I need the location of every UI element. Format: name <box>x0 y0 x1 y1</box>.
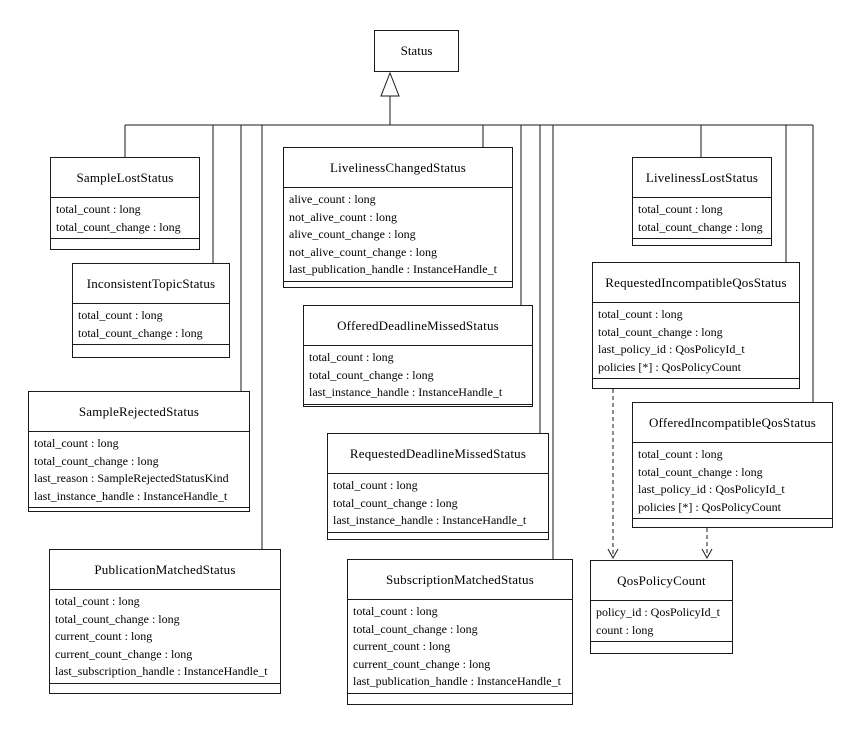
attribute: alive_count_change : long <box>289 227 416 241</box>
class-status: Status <box>374 30 459 72</box>
attribute: current_count_change : long <box>353 656 491 671</box>
attribute: total_count_change : long <box>353 621 478 636</box>
attribute: last_instance_handle : InstanceHandle_t <box>309 385 503 399</box>
attribute: last_policy_id : QosPolicyId_t <box>638 482 785 496</box>
attributes-compartment: total_count : long total_count_change : … <box>633 198 771 239</box>
attribute: last_policy_id : QosPolicyId_t <box>598 342 745 356</box>
class-title: PublicationMatchedStatus <box>50 550 280 590</box>
class-title: LivelinessLostStatus <box>633 158 771 198</box>
class-sample-rejected-status: SampleRejectedStatus total_count : long … <box>28 391 250 512</box>
operations-compartment <box>304 405 532 412</box>
attribute: last_publication_handle : InstanceHandle… <box>289 262 497 276</box>
attributes-compartment: policy_id : QosPolicyId_t count : long <box>591 601 732 642</box>
attribute: total_count : long <box>309 350 394 364</box>
attribute: total_count : long <box>333 478 418 492</box>
attribute: last_publication_handle : InstanceHandle… <box>353 674 561 688</box>
dependency-arrowhead-icon <box>701 548 713 560</box>
attribute: total_count_change : long <box>55 611 180 626</box>
attributes-compartment: total_count : long total_count_change : … <box>328 474 548 533</box>
attributes-compartment: total_count : long total_count_change : … <box>51 198 199 239</box>
attributes-compartment: total_count : long total_count_change : … <box>73 304 229 345</box>
attribute: total_count_change : long <box>56 219 181 234</box>
attribute: last_instance_handle : InstanceHandle_t <box>34 488 228 503</box>
class-requested-incompatible-qos-status: RequestedIncompatibleQosStatus total_cou… <box>592 262 800 389</box>
attribute: total_count : long <box>34 436 119 450</box>
class-publication-matched-status: PublicationMatchedStatus total_count : l… <box>49 549 281 694</box>
class-title: Status <box>400 43 433 58</box>
class-title: InconsistentTopicStatus <box>73 264 229 304</box>
attribute: total_count_change : long <box>598 324 723 339</box>
dependency-arrowhead-icon <box>607 548 619 560</box>
class-title: SubscriptionMatchedStatus <box>348 560 572 600</box>
attribute: total_count_change : long <box>309 367 434 382</box>
operations-compartment <box>591 642 732 653</box>
class-title: SampleLostStatus <box>51 158 199 198</box>
attribute: total_count_change : long <box>333 495 458 510</box>
attribute: total_count_change : long <box>34 453 159 468</box>
class-sample-lost-status: SampleLostStatus total_count : long tota… <box>50 157 200 250</box>
attribute: current_count : long <box>55 629 153 643</box>
class-title: QosPolicyCount <box>591 561 732 601</box>
attributes-compartment: alive_count : long not_alive_count : lon… <box>284 188 512 282</box>
attribute: policies [*] : QosPolicyCount <box>638 499 781 514</box>
attribute: policies [*] : QosPolicyCount <box>598 359 741 374</box>
operations-compartment <box>633 239 771 246</box>
class-liveliness-changed-status: LivelinessChangedStatus alive_count : lo… <box>283 147 513 288</box>
attribute: total_count : long <box>598 307 683 321</box>
operations-compartment <box>51 239 199 249</box>
attribute: total_count : long <box>55 594 140 608</box>
attribute: total_count_change : long <box>638 464 763 479</box>
class-title: LivelinessChangedStatus <box>284 148 512 188</box>
attribute: policy_id : QosPolicyId_t <box>596 605 720 619</box>
attribute: alive_count : long <box>289 192 376 206</box>
attribute: total_count : long <box>78 308 163 322</box>
operations-compartment <box>50 684 280 694</box>
class-liveliness-lost-status: LivelinessLostStatus total_count : long … <box>632 157 772 246</box>
class-subscription-matched-status: SubscriptionMatchedStatus total_count : … <box>347 559 573 705</box>
attributes-compartment: total_count : long total_count_change : … <box>304 346 532 405</box>
operations-compartment <box>284 282 512 289</box>
attribute: total_count_change : long <box>78 325 203 340</box>
class-inconsistent-topic-status: InconsistentTopicStatus total_count : lo… <box>72 263 230 358</box>
attribute: total_count : long <box>353 604 438 618</box>
operations-compartment <box>593 379 799 388</box>
attribute: not_alive_count_change : long <box>289 244 437 259</box>
class-title: OfferedIncompatibleQosStatus <box>633 403 832 443</box>
attributes-compartment: total_count : long total_count_change : … <box>348 600 572 694</box>
class-title: RequestedDeadlineMissedStatus <box>328 434 548 474</box>
class-offered-deadline-missed-status: OfferedDeadlineMissedStatus total_count … <box>303 305 533 407</box>
operations-compartment <box>348 694 572 705</box>
attribute: last_subscription_handle : InstanceHandl… <box>55 664 268 678</box>
class-qos-policy-count: QosPolicyCount policy_id : QosPolicyId_t… <box>590 560 733 654</box>
operations-compartment <box>73 345 229 357</box>
attributes-compartment: total_count : long total_count_change : … <box>50 590 280 684</box>
attribute: total_count : long <box>56 202 141 216</box>
generalization-triangle-icon <box>380 71 400 97</box>
class-title: OfferedDeadlineMissedStatus <box>304 306 532 346</box>
attribute: not_alive_count : long <box>289 209 397 224</box>
class-title: SampleRejectedStatus <box>29 392 249 432</box>
attribute: current_count : long <box>353 639 451 653</box>
attribute: count : long <box>596 622 654 637</box>
class-requested-deadline-missed-status: RequestedDeadlineMissedStatus total_coun… <box>327 433 549 540</box>
attributes-compartment: total_count : long total_count_change : … <box>29 432 249 508</box>
attribute: total_count : long <box>638 202 723 216</box>
attribute: current_count_change : long <box>55 646 193 661</box>
operations-compartment <box>328 533 548 540</box>
attribute: total_count : long <box>638 447 723 461</box>
class-title: RequestedIncompatibleQosStatus <box>593 263 799 303</box>
operations-compartment <box>633 519 832 527</box>
class-offered-incompatible-qos-status: OfferedIncompatibleQosStatus total_count… <box>632 402 833 528</box>
attribute: last_reason : SampleRejectedStatusKind <box>34 471 229 485</box>
attribute: total_count_change : long <box>638 219 763 234</box>
attribute: last_instance_handle : InstanceHandle_t <box>333 513 527 527</box>
attributes-compartment: total_count : long total_count_change : … <box>633 443 832 519</box>
attributes-compartment: total_count : long total_count_change : … <box>593 303 799 379</box>
operations-compartment <box>29 508 249 515</box>
